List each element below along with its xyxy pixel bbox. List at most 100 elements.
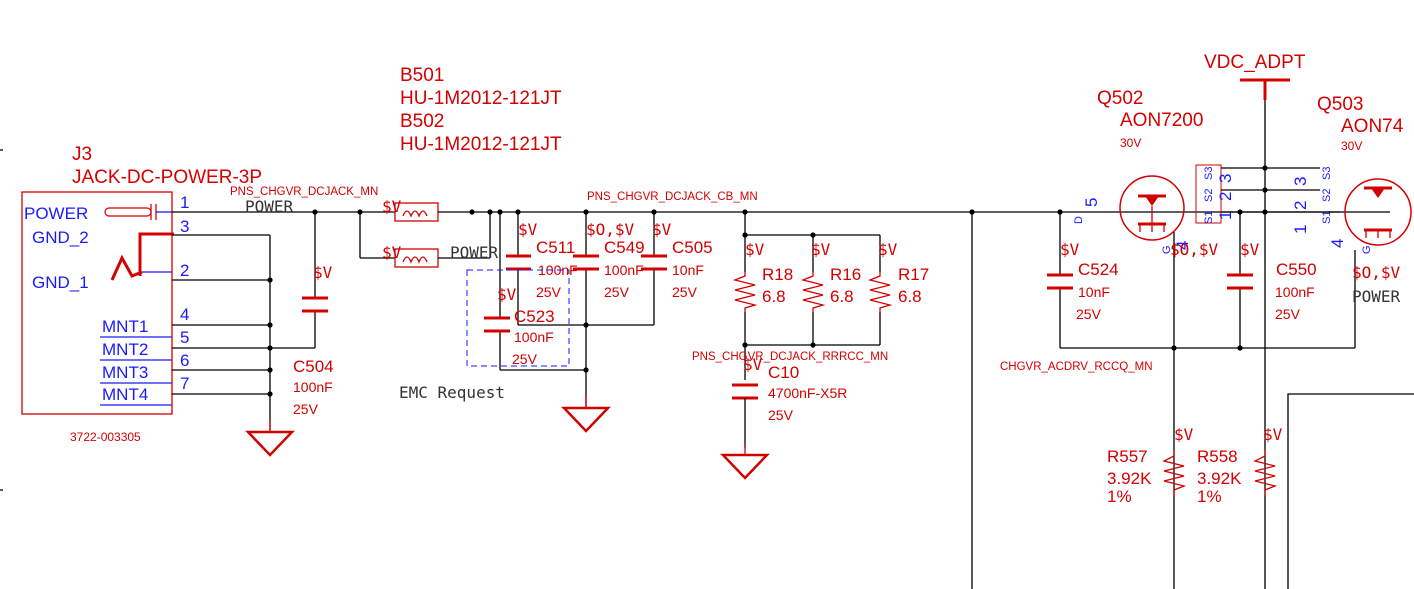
net-label-power-1: POWER: [245, 197, 294, 216]
svg-text:S2: S2: [1203, 189, 1215, 202]
emc-capacitor-group: $V C511 100nF 25V $O,$V C549 100nF 25V $…: [399, 212, 713, 408]
c504-value: 100nF: [293, 379, 333, 395]
mosfet-pin-box: [1195, 164, 1222, 224]
svg-text:3.92K: 3.92K: [1107, 469, 1152, 488]
svg-text:C10: C10: [768, 363, 799, 382]
b501-part: HU-1M2012-121JT: [400, 88, 562, 109]
svg-text:25V: 25V: [536, 284, 562, 300]
svg-text:$V: $V: [1174, 425, 1194, 444]
resistor-r18-icon: [732, 272, 758, 312]
net-label-dcjack-cb: PNS_CHGVR_DCJACK_CB_MN: [587, 191, 758, 203]
svg-text:6.8: 6.8: [762, 287, 786, 306]
svg-text:G: G: [1161, 245, 1173, 254]
svg-text:R18: R18: [762, 265, 793, 284]
ground-symbol-icon: [720, 444, 770, 480]
c504-ref: C504: [293, 357, 334, 376]
svg-text:$V: $V: [1060, 240, 1080, 259]
resistor-bank: $V $V $V R18 6.8 R16 6.8 R17 6.8: [732, 212, 929, 380]
ground-symbol-icon: [561, 396, 611, 433]
svg-text:R16: R16: [830, 265, 861, 284]
capacitor-c549: $O,$V C549 100nF 25V: [573, 220, 645, 300]
pin-number-3: 3: [180, 217, 189, 236]
resistor-r17-icon: [867, 272, 893, 312]
svg-text:C505: C505: [672, 238, 713, 257]
svg-text:R557: R557: [1107, 447, 1148, 466]
ground-symbol-icon: [245, 420, 295, 457]
svg-text:25V: 25V: [604, 284, 630, 300]
net-label-power-2: POWER: [450, 243, 499, 262]
resistor-r557-icon: [1162, 450, 1187, 496]
pin-number-5: 5: [180, 328, 189, 347]
svg-text:S3: S3: [1321, 167, 1333, 180]
svg-text:6.8: 6.8: [830, 287, 854, 306]
capacitor-c504: $V C504 100nF 25V: [293, 263, 334, 417]
svg-text:1: 1: [1291, 225, 1310, 234]
capacitor-c505: $V C505 10nF 25V: [641, 220, 713, 300]
svg-text:$V: $V: [811, 240, 831, 259]
resistor-r558-icon: [1253, 450, 1278, 496]
svg-text:1%: 1%: [1197, 487, 1222, 506]
svg-text:G: G: [1361, 245, 1373, 254]
svg-text:100nF: 100nF: [514, 329, 554, 345]
svg-text:4: 4: [1328, 239, 1347, 248]
svg-text:5: 5: [1082, 198, 1101, 207]
net-label-acdrv: CHGVR_ACDRV_RCCQ_MN: [1000, 361, 1153, 373]
capacitor-c511: $V C511 100nF 25V: [506, 220, 578, 300]
svg-text:6.8: 6.8: [898, 287, 922, 306]
pin-number-7: 7: [180, 374, 189, 393]
svg-text:10nF: 10nF: [672, 262, 704, 278]
connector-ref: J3: [72, 144, 92, 165]
connector-j3: J3 JACK-DC-POWER-3P 3722-003305 POWER GN…: [21, 144, 262, 444]
svg-text:25V: 25V: [672, 284, 698, 300]
mosfet-q502-icon: [1119, 175, 1185, 241]
svg-text:$V: $V: [313, 263, 333, 282]
q503-voltage: 30V: [1341, 139, 1362, 153]
svg-text:$V: $V: [745, 240, 765, 259]
svg-text:$V: $V: [382, 243, 402, 262]
net-label-dcjack-mn: PNS_CHGVR_DCJACK_MN: [230, 186, 378, 198]
mosfet-q503-icon: [1344, 178, 1412, 246]
svg-text:C524: C524: [1078, 260, 1119, 279]
svg-text:3: 3: [1216, 174, 1235, 183]
svg-text:25V: 25V: [512, 351, 538, 367]
svg-text:S2: S2: [1321, 189, 1333, 202]
capacitor-c524: $V C524 10nF 25V: [1047, 240, 1119, 322]
svg-text:$O,$V: $O,$V: [1170, 240, 1219, 259]
capacitor-c523: $V C523 100nF 25V: [484, 285, 555, 367]
connector-part-number: 3722-003305: [70, 430, 141, 444]
q502-ref: Q502: [1097, 88, 1143, 109]
pin-number-6: 6: [180, 351, 189, 370]
svg-text:S3: S3: [1203, 167, 1215, 180]
svg-text:C511: C511: [536, 238, 575, 257]
emc-region-outline: [466, 269, 570, 367]
connector-body: [21, 191, 173, 415]
svg-text:C549: C549: [604, 238, 645, 257]
svg-text:1%: 1%: [1107, 487, 1132, 506]
svg-text:25V: 25V: [1275, 306, 1301, 322]
pin-label-mnt1: MNT1: [102, 317, 148, 336]
pin-number-2: 2: [180, 261, 189, 280]
svg-text:2: 2: [1291, 201, 1310, 210]
q503-ref: Q503: [1317, 94, 1363, 115]
ferrite-beads: B501 HU-1M2012-121JT B502 HU-1M2012-121J…: [357, 65, 1390, 268]
b501-ref: B501: [400, 65, 444, 86]
svg-text:10nF: 10nF: [1078, 284, 1110, 300]
svg-text:$V: $V: [878, 240, 898, 259]
svg-text:$O,$V: $O,$V: [586, 220, 635, 239]
jack-switch-icon: [138, 232, 174, 276]
svg-text:3.92K: 3.92K: [1197, 469, 1242, 488]
capacitor-c550: $O,$V $V C550 100nF 25V: [1170, 240, 1317, 322]
net-label-rrrcc: PNS_CHGVR_DCJACK_RRRCC_MN: [692, 351, 888, 363]
b502-ref: B502: [400, 111, 444, 132]
mosfet-section: VDC_ADPT Q502 AON7200 30V Q503 AON74 30V…: [1000, 52, 1414, 589]
svg-text:$V: $V: [518, 220, 538, 239]
svg-text:$V: $V: [382, 197, 402, 216]
q502-part: AON7200: [1120, 110, 1203, 131]
emc-request-label: EMC Request: [399, 383, 505, 402]
pin-label-mnt4: MNT4: [102, 385, 148, 404]
svg-text:100nF: 100nF: [1275, 284, 1315, 300]
svg-text:25V: 25V: [1076, 306, 1102, 322]
svg-text:4: 4: [1173, 241, 1192, 250]
net-label-power-3: POWER: [1352, 287, 1401, 306]
